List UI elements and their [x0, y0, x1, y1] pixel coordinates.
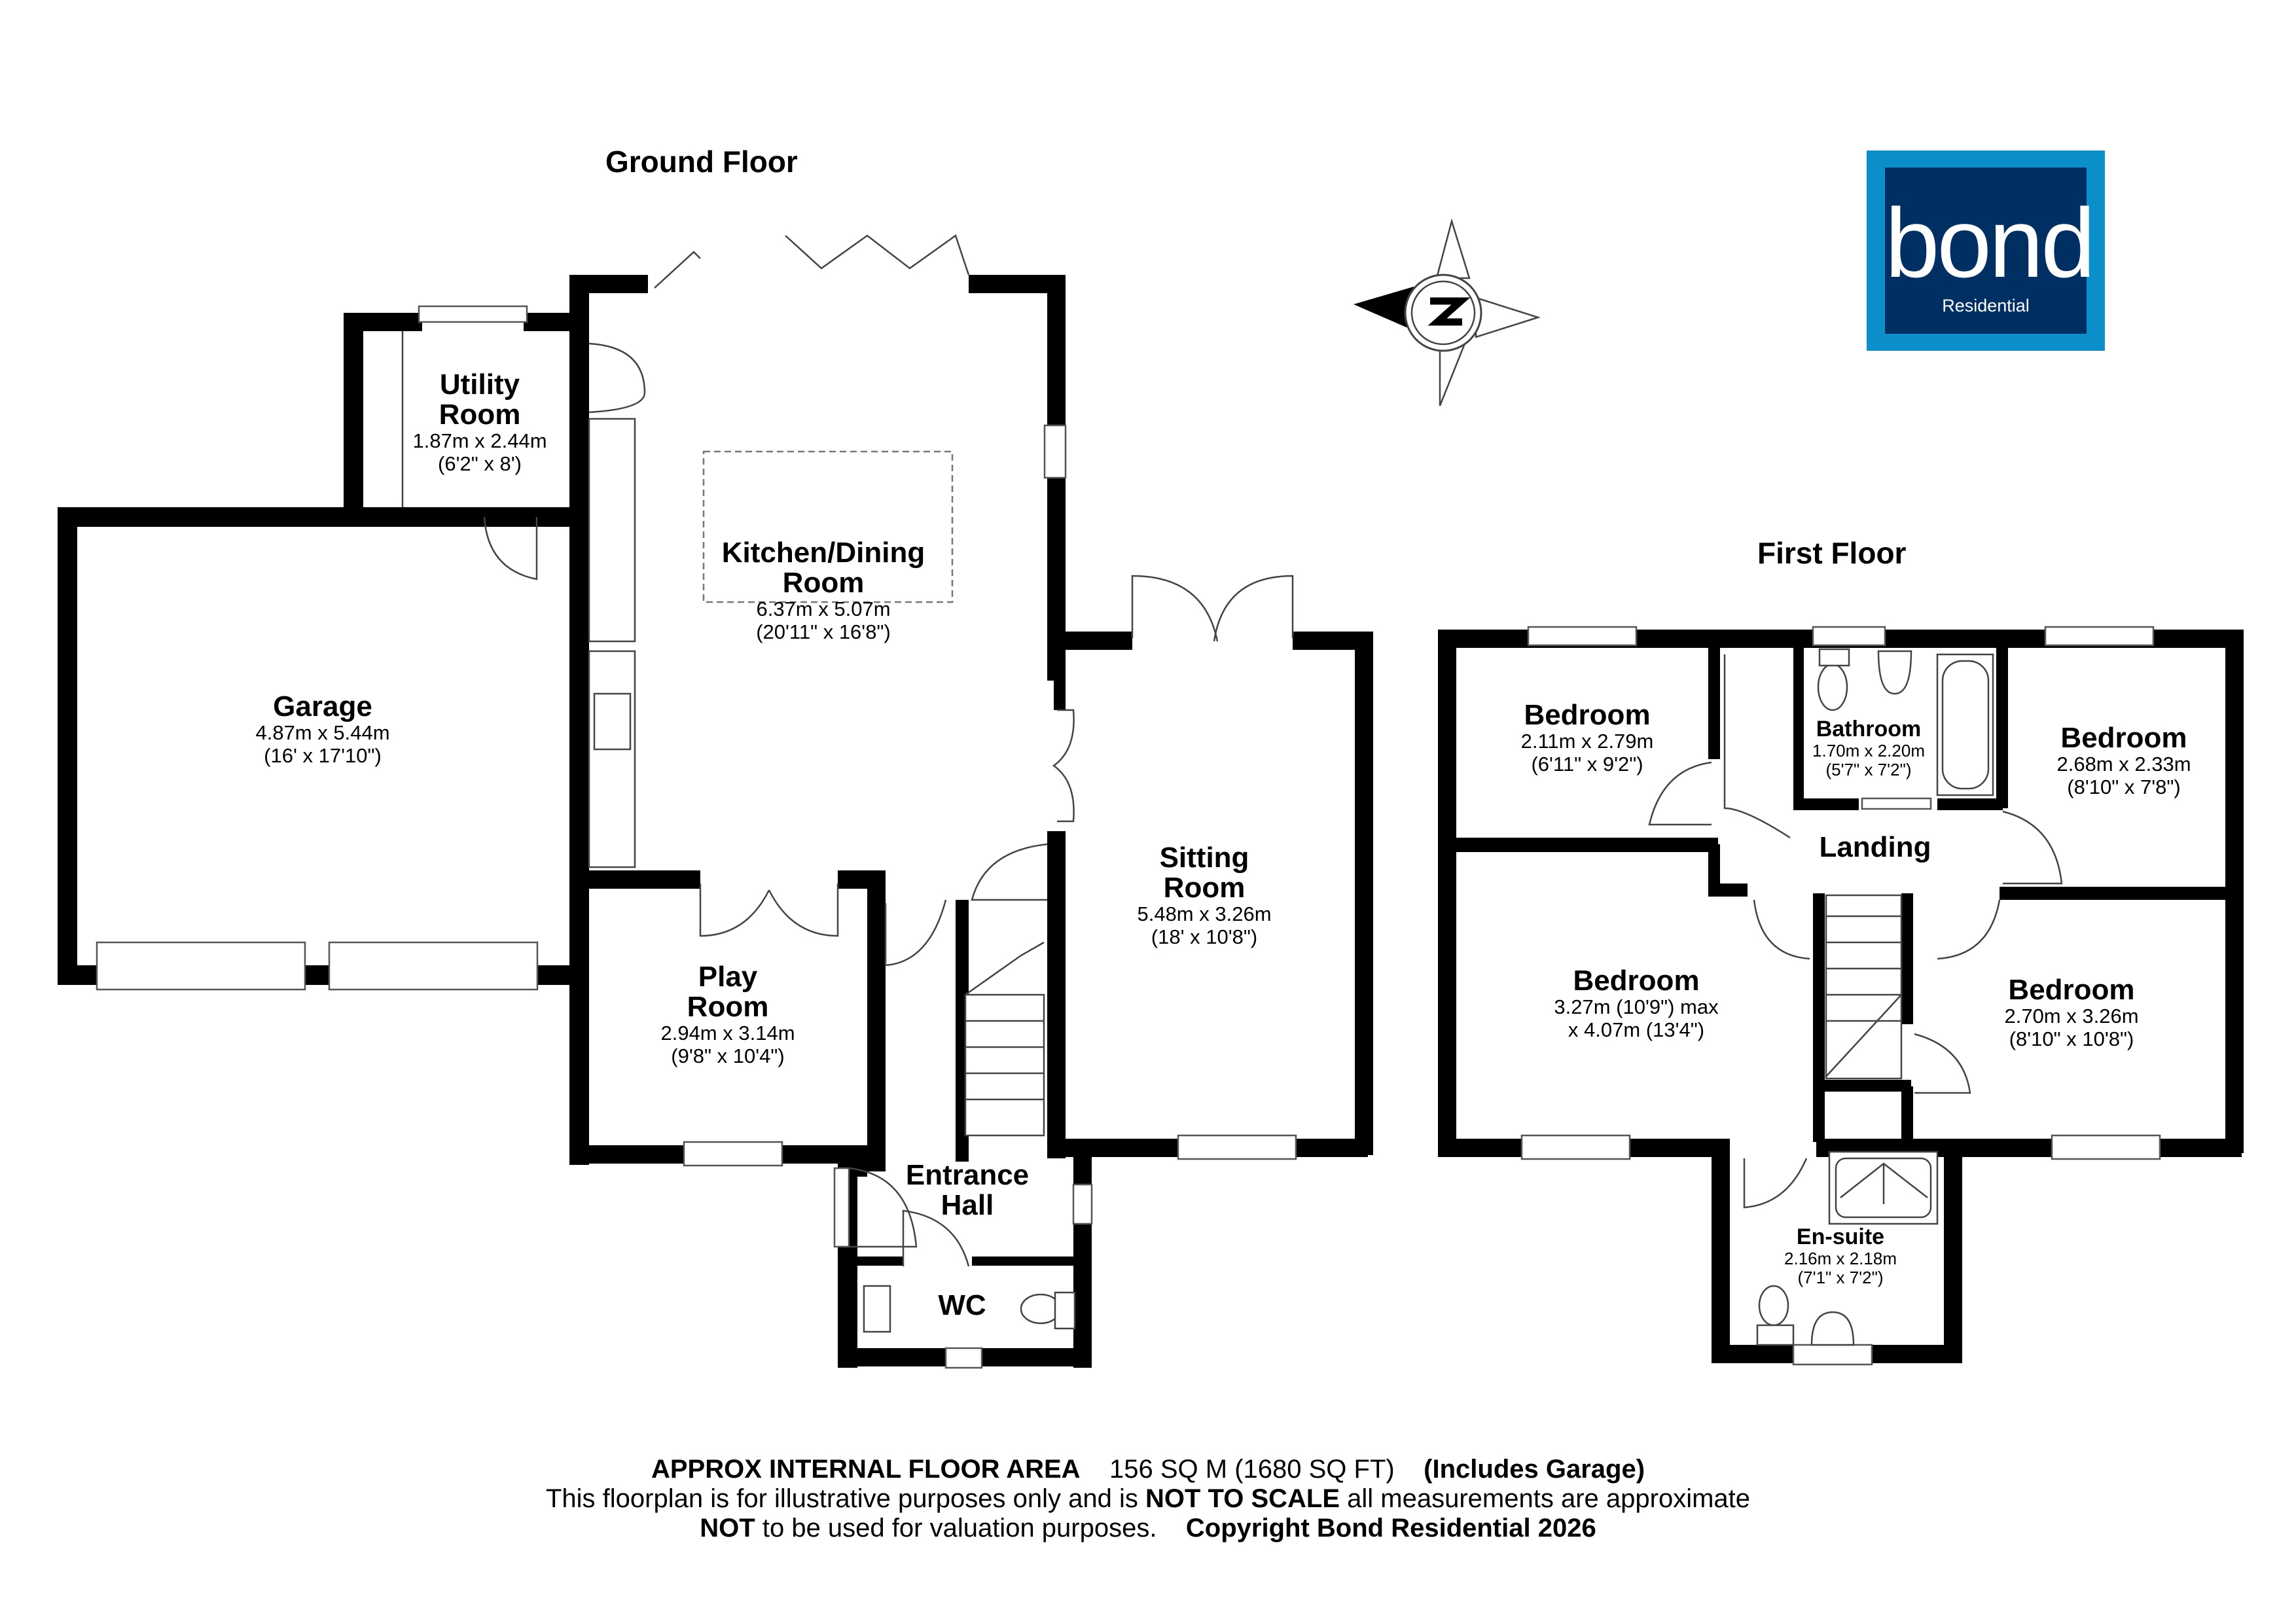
- room-name: Room: [1163, 872, 1246, 904]
- room-dim-metric: 5.48m x 3.26m: [1137, 902, 1272, 926]
- room-dim-line1: 3.27m (10'9") max: [1554, 995, 1719, 1019]
- room-label-bedroom-1: Bedroom 2.11m x 2.79m (6'11" x 9'2"): [1521, 700, 1654, 776]
- logo-inner-panel: bond Residential: [1885, 168, 2096, 334]
- room-label-en-suite: En-suite 2.16m x 2.18m (7'1" x 7'2"): [1784, 1224, 1897, 1287]
- room-label-utility: Utility Room 1.87m x 2.44m (6'2" x 8'): [412, 368, 547, 476]
- footer-not: NOT: [700, 1513, 755, 1543]
- bond-residential-logo: bond Residential: [1867, 151, 2105, 351]
- footer-disclaimer-post: all measurements are approximate: [1347, 1484, 1751, 1513]
- ground-floor-plan: [58, 234, 1373, 1369]
- room-name: Sitting: [1159, 842, 1249, 874]
- room-dim-metric: 2.94m x 3.14m: [660, 1022, 795, 1045]
- room-name: Room: [687, 991, 769, 1024]
- room-dim-metric: 2.70m x 3.26m: [2004, 1005, 2139, 1028]
- room-name: Landing: [1819, 831, 1931, 863]
- footer-valuation-text: to be used for valuation purposes.: [762, 1513, 1157, 1543]
- room-dim-imperial: (9'8" x 10'4"): [671, 1044, 785, 1068]
- room-dim-imperial: (18' x 10'8"): [1151, 925, 1258, 949]
- ground-floor-title: Ground Floor: [605, 145, 798, 179]
- footer-area-note: (Includes Garage): [1424, 1455, 1645, 1484]
- first-floor-plan: [1438, 626, 2244, 1366]
- footer-not-to-scale: NOT TO SCALE: [1145, 1484, 1340, 1513]
- room-name: Entrance: [905, 1159, 1030, 1191]
- room-dim-imperial: (5'7" x 7'2"): [1825, 759, 1912, 779]
- room-dim-metric: 4.87m x 5.44m: [255, 721, 390, 745]
- room-dim-imperial: (20'11" x 16'8"): [756, 620, 891, 644]
- stairs-icon: [1825, 894, 1903, 1080]
- room-label-landing: Landing: [1819, 832, 1931, 863]
- room-label-sitting-room: Sitting Room 5.48m x 3.26m (18' x 10'8"): [1137, 842, 1272, 949]
- room-name: WC: [938, 1289, 986, 1321]
- room-dim-imperial: (6'2" x 8'): [438, 452, 522, 476]
- room-name: Bathroom: [1816, 717, 1922, 741]
- room-dim-metric: 2.16m x 2.18m: [1784, 1248, 1897, 1268]
- footer-copyright: Copyright Bond Residential 2026: [1185, 1513, 1596, 1543]
- room-label-entrance-hall: Entrance Hall: [906, 1160, 1029, 1221]
- room-dim-imperial: (8'10" x 7'8"): [2067, 775, 2181, 798]
- room-name: Bedroom: [2060, 722, 2187, 754]
- footer-line-copyright: NOT to be used for valuation purposes. C…: [0, 1514, 2296, 1543]
- room-name: Bedroom: [1573, 965, 1700, 997]
- room-name: Room: [439, 399, 521, 431]
- room-name: Kitchen/Dining: [721, 537, 925, 569]
- room-dim-metric: 1.70m x 2.20m: [1812, 740, 1925, 760]
- room-name: Bedroom: [1524, 699, 1651, 731]
- room-dim-metric: 6.37m x 5.07m: [756, 597, 891, 621]
- room-label-kitchen-dining: Kitchen/Dining Room 6.37m x 5.07m (20'11…: [721, 537, 925, 644]
- room-label-bedroom-3: Bedroom 3.27m (10'9") max x 4.07m (13'4"…: [1554, 965, 1719, 1042]
- room-name: Hall: [941, 1189, 994, 1222]
- room-name: Bedroom: [2008, 974, 2135, 1006]
- room-label-bedroom-2: Bedroom 2.68m x 2.33m (8'10" x 7'8"): [2056, 722, 2191, 799]
- room-name: En-suite: [1796, 1224, 1885, 1249]
- footer-area-label: APPROX INTERNAL FLOOR AREA: [651, 1455, 1081, 1484]
- footer-area-value: 156 SQ M (1680 SQ FT): [1109, 1455, 1395, 1484]
- room-dim-imperial: (6'11" x 9'2"): [1531, 752, 1643, 776]
- room-dim-imperial: (8'10" x 10'8"): [2009, 1027, 2134, 1050]
- floor-area-footer: APPROX INTERNAL FLOOR AREA 156 SQ M (168…: [0, 1455, 2296, 1543]
- footer-disclaimer-pre: This floorplan is for illustrative purpo…: [545, 1484, 1138, 1513]
- logo-brand-text: bond: [1885, 188, 2096, 298]
- room-label-garage: Garage 4.87m x 5.44m (16' x 17'10"): [255, 690, 390, 768]
- logo-sub-text: Residential: [1942, 296, 2030, 315]
- footer-line-area: APPROX INTERNAL FLOOR AREA 156 SQ M (168…: [0, 1455, 2296, 1484]
- room-label-bathroom: Bathroom 1.70m x 2.20m (5'7" x 7'2"): [1812, 717, 1925, 779]
- room-dim-imperial: (16' x 17'10"): [264, 743, 382, 767]
- room-label-play-room: Play Room 2.94m x 3.14m (9'8" x 10'4"): [660, 961, 795, 1068]
- north-arrow-compass-icon: [1354, 218, 1541, 406]
- room-dim-metric: 2.11m x 2.79m: [1520, 730, 1654, 753]
- room-dim-metric: 2.68m x 2.33m: [2056, 753, 2191, 776]
- room-dim-line2: x 4.07m (13'4"): [1568, 1018, 1705, 1041]
- room-name: Room: [782, 567, 865, 599]
- room-name: Play: [698, 961, 758, 993]
- room-label-wc: WC: [938, 1289, 986, 1321]
- room-label-bedroom-4: Bedroom 2.70m x 3.26m (8'10" x 10'8"): [2004, 974, 2139, 1051]
- stairs-icon: [964, 941, 1045, 1137]
- room-name: Utility: [439, 368, 520, 401]
- room-name: Garage: [273, 690, 372, 722]
- room-dim-imperial: (7'1" x 7'2"): [1797, 1267, 1884, 1287]
- first-floor-title: First Floor: [1757, 536, 1907, 570]
- room-dim-metric: 1.87m x 2.44m: [412, 429, 547, 453]
- footer-line-disclaimer: This floorplan is for illustrative purpo…: [0, 1484, 2296, 1514]
